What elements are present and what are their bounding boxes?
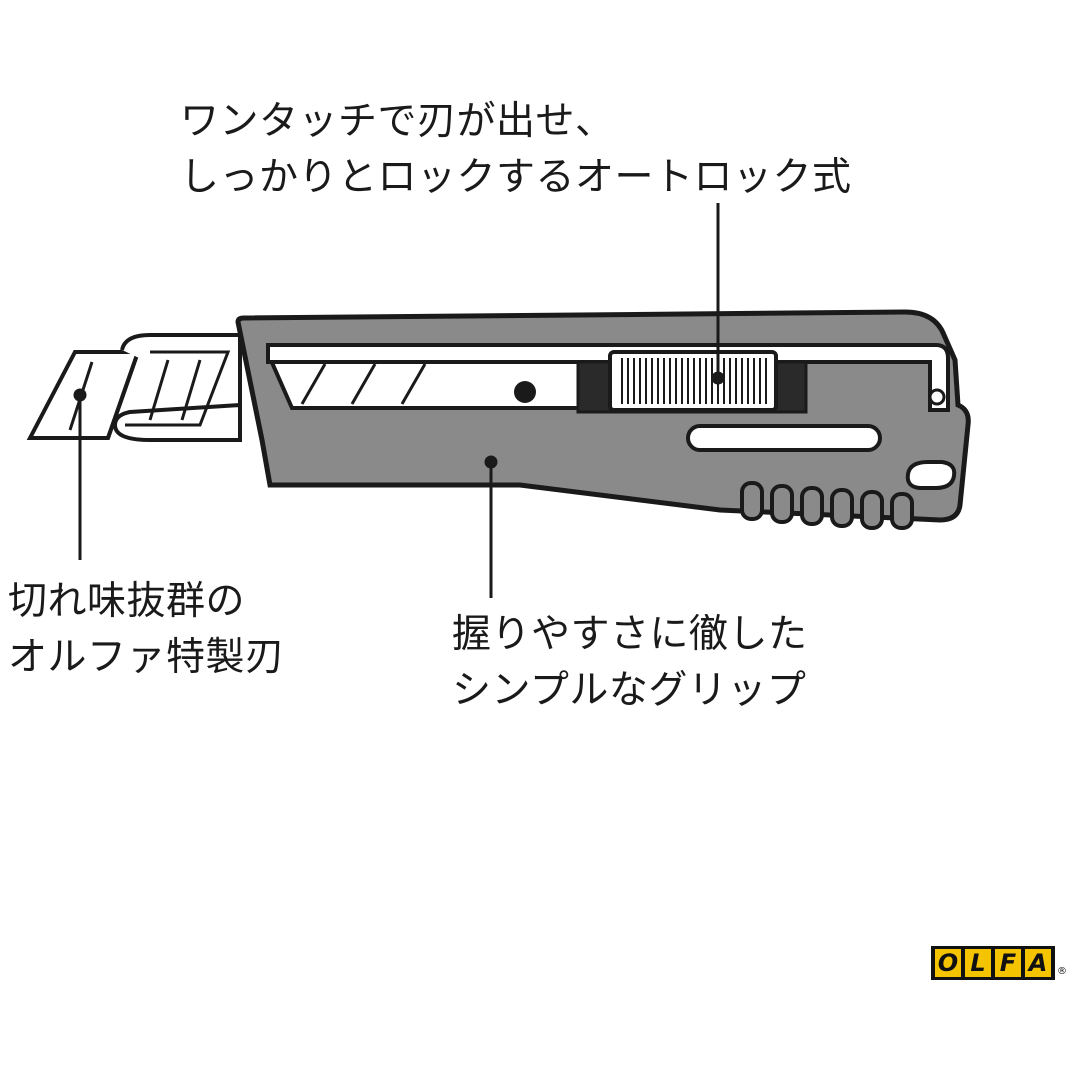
logo-letter: F — [995, 949, 1021, 977]
grip-callout-line1: 握りやすさに徹した — [452, 612, 808, 657]
hang-hole-icon — [905, 460, 957, 490]
auto-lock-slider — [576, 350, 808, 414]
logo-letter: L — [965, 949, 991, 977]
registered-mark: ® — [1057, 965, 1067, 977]
blade-leader-dot — [73, 388, 87, 402]
olfa-logo: O L F A ® — [931, 946, 1067, 980]
grip-ridges — [740, 481, 914, 530]
leader-lines — [73, 203, 725, 598]
lock-leader-dot — [711, 371, 725, 385]
blade-callout-line1: 切れ味抜群の — [8, 579, 246, 624]
guide-hole-icon — [928, 388, 946, 406]
logo-letter: A — [1025, 949, 1051, 977]
grip-callout-line2: シンプルなグリップ — [452, 668, 807, 713]
blade-window — [266, 356, 604, 410]
auto-lock-callout-line1: ワンタッチで刃が出せ、 — [180, 99, 615, 144]
blade-callout-line2: オルファ特製刃 — [8, 635, 285, 680]
grip-slot — [686, 424, 882, 452]
blade-callout: 切れ味抜群の オルファ特製刃 — [8, 574, 285, 686]
auto-lock-callout-line2: しっかりとロックするオートロック式 — [180, 155, 852, 200]
blade-pivot-dot — [514, 381, 536, 403]
grip-leader-dot — [484, 455, 498, 469]
olfa-logo-box: O L F A — [931, 946, 1055, 980]
auto-lock-callout: ワンタッチで刃が出せ、 しっかりとロックするオートロック式 — [180, 94, 852, 206]
blade-rail — [112, 333, 242, 442]
grip-callout: 握りやすさに徹した シンプルなグリップ — [452, 607, 808, 719]
logo-letter: O — [935, 949, 961, 977]
